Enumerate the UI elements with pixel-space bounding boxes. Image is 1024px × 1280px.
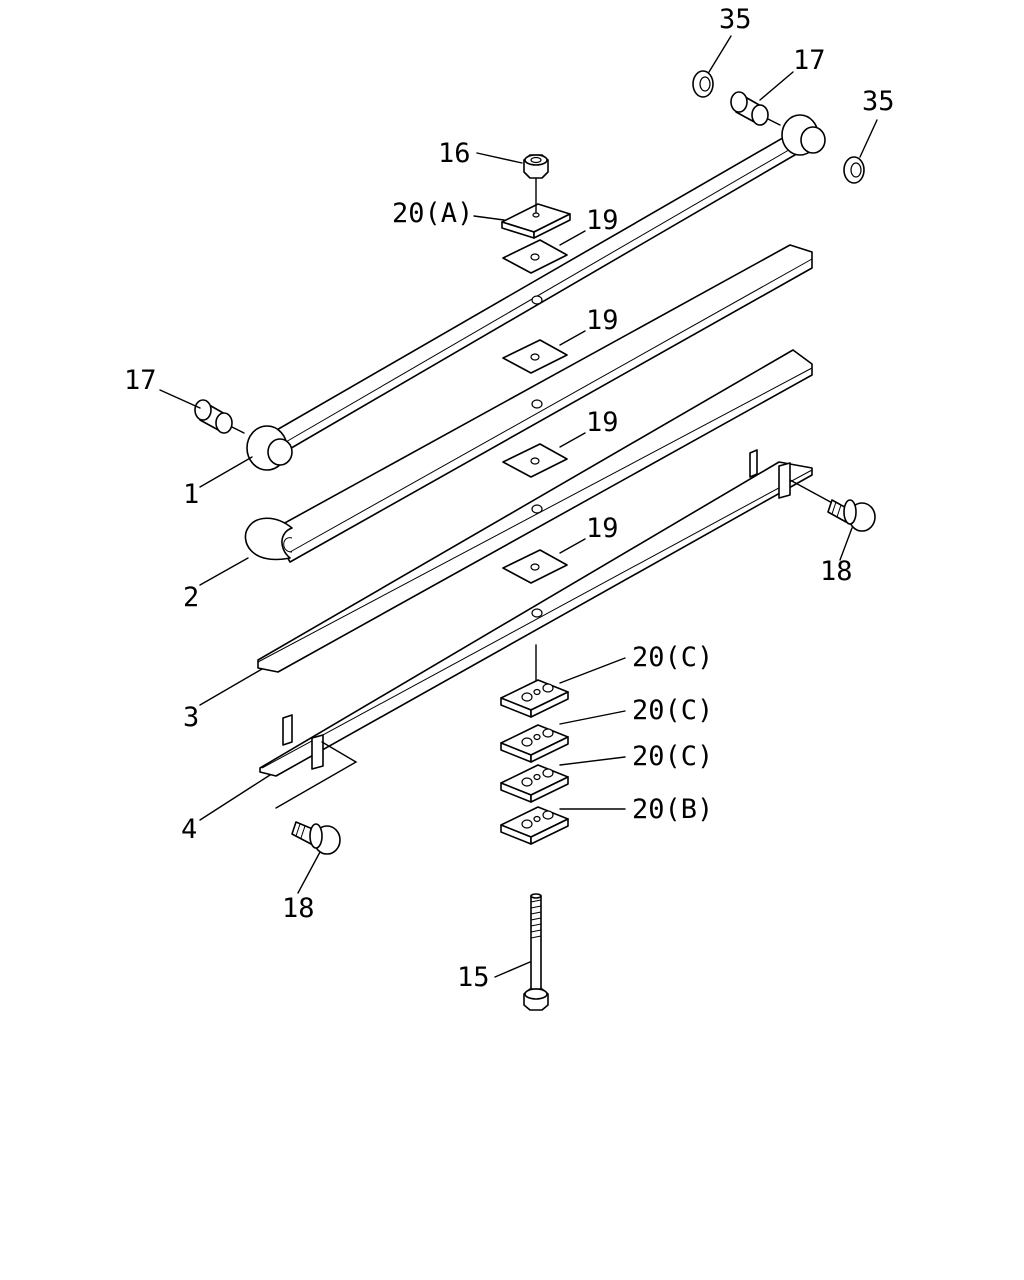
plate-20a — [501, 203, 571, 239]
leaf-2 — [244, 244, 813, 563]
label-20c-1: 20(C) — [632, 642, 713, 673]
plate-20c-1 — [500, 679, 569, 718]
label-20c-2: 20(C) — [632, 695, 713, 726]
bolt-18-rear — [789, 479, 876, 532]
bolt-18-front-guide-line — [275, 741, 358, 809]
label-1: 1 — [183, 479, 199, 510]
pad-19-a — [502, 239, 568, 274]
plate-20b — [500, 806, 569, 845]
leaf-1-main-leaf — [246, 114, 826, 471]
leaf-4 — [259, 449, 813, 777]
label-16: 16 — [438, 138, 471, 169]
washer-35-b — [843, 156, 865, 184]
pad-19-c — [502, 443, 568, 478]
center-bolt-15 — [523, 893, 549, 1011]
label-4: 4 — [181, 814, 197, 845]
leaf-3 — [257, 349, 813, 673]
label-2: 2 — [183, 582, 199, 613]
leader-lines — [159, 35, 878, 978]
label-35-a: 35 — [719, 4, 752, 35]
bushing-17-rear — [730, 91, 781, 126]
label-17-rear: 17 — [793, 45, 826, 76]
bolt-18-front — [291, 821, 341, 855]
label-19-b: 19 — [586, 305, 619, 336]
plate-20c-3 — [500, 764, 569, 803]
bushing-17-front — [194, 399, 245, 434]
plate-20c-2 — [500, 724, 569, 763]
label-19-a: 19 — [586, 205, 619, 236]
label-19-c: 19 — [586, 407, 619, 438]
label-17-front: 17 — [124, 365, 157, 396]
label-19-d: 19 — [586, 513, 619, 544]
label-3: 3 — [183, 702, 199, 733]
label-18-rear: 18 — [820, 556, 853, 587]
pad-19-d — [502, 549, 568, 584]
label-35-b: 35 — [862, 86, 895, 117]
label-20b: 20(B) — [632, 794, 713, 825]
pad-19-b — [502, 339, 568, 374]
label-15: 15 — [457, 962, 490, 993]
label-18-front: 18 — [282, 893, 315, 924]
callout-labels: 35 35 17 17 16 20(A) 19 19 19 19 1 2 3 4… — [124, 4, 895, 993]
label-20c-3: 20(C) — [632, 741, 713, 772]
washer-35-a — [692, 70, 714, 98]
label-20a: 20(A) — [392, 198, 473, 229]
nut-16 — [523, 154, 549, 179]
